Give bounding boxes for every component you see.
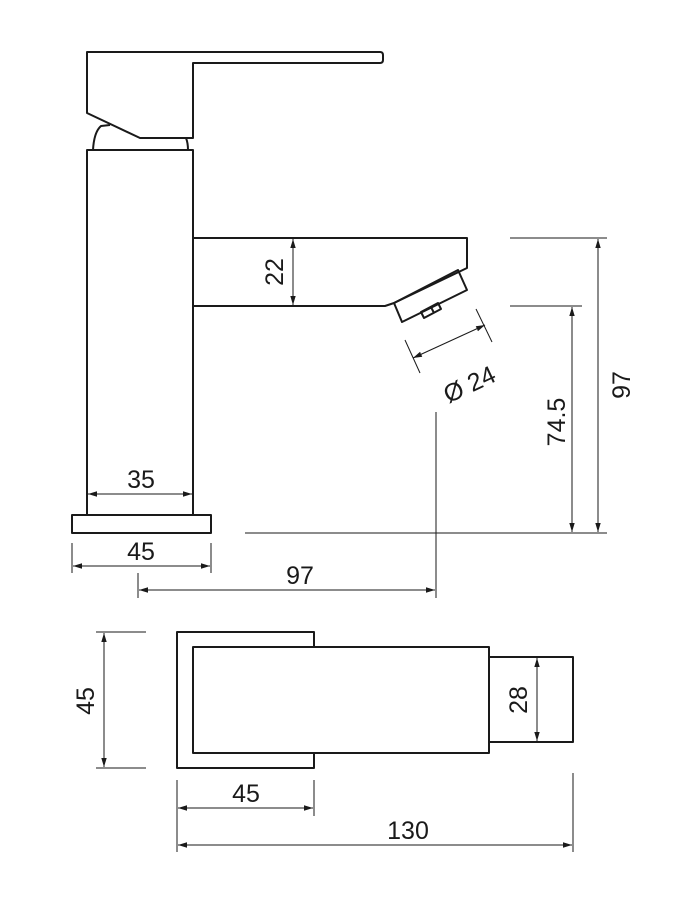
dim-spout-width: 28 [505,686,533,714]
spout [193,237,468,307]
dim-spout-height: 22 [261,258,289,286]
dim-spout-top-height: 97 [608,371,636,399]
dim-depth: 45 [72,687,100,715]
dim-reach: 97 [286,562,314,590]
dim-overall-length: 130 [387,817,429,845]
spout-top [488,656,574,743]
lever-handle [86,51,384,139]
base-outline [176,631,315,769]
dim-body-width: 35 [127,466,155,494]
aerator [393,269,468,323]
dim-base-width: 45 [127,538,155,566]
base-plate [71,514,212,534]
faucet-body [86,149,194,516]
top-view: 28 45 45 130 [72,631,574,852]
dim-aerator-diameter: Ø 24 [439,361,500,409]
dim-outlet-height: 74.5 [543,398,571,447]
cartridge-dome [92,124,189,151]
side-view: 22 35 45 97 Ø 24 74.5 97 [71,51,636,598]
body-top [192,646,490,754]
dim-body-length: 45 [232,780,260,808]
